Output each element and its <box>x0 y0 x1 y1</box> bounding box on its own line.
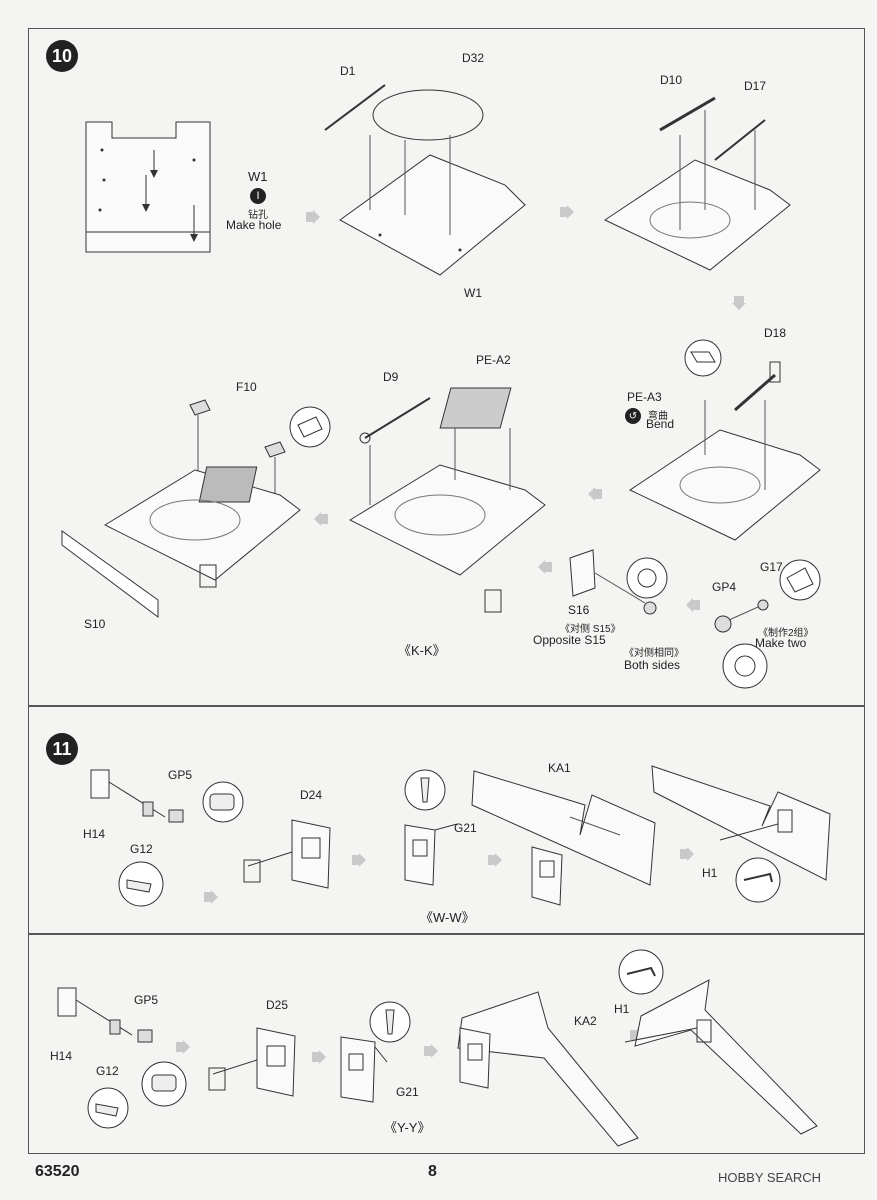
label-g21: G21 <box>454 821 477 835</box>
label-bend-en: Bend <box>646 417 675 431</box>
label-g12: G12 <box>96 1064 119 1078</box>
h14-g12-gp5-drawing <box>85 762 245 912</box>
kit-number: 63520 <box>35 1163 80 1180</box>
view-label-ww: 《W-W》 <box>420 910 475 925</box>
label-ka1: KA1 <box>548 761 571 775</box>
label-h14: H14 <box>83 827 106 841</box>
label-d32: D32 <box>462 51 485 65</box>
label-opp-en: Opposite S15 <box>533 633 606 647</box>
label-f10: F10 <box>236 380 257 394</box>
label-d18: D18 <box>764 326 787 340</box>
flow-arrow-icon <box>732 296 746 310</box>
drill-icon: I <box>250 188 266 204</box>
flow-arrow-icon <box>176 1040 190 1054</box>
g21-drawing <box>335 1002 415 1112</box>
label-d9: D9 <box>383 370 399 384</box>
label-both-cn: 《对侧相同》 <box>624 648 684 659</box>
d24-drawing <box>240 810 340 890</box>
ka1-drawing <box>470 765 670 915</box>
d9-pea2-drawing <box>345 380 550 630</box>
flow-arrow-left-icon <box>314 512 328 526</box>
label-two-cn: 《制作2组》 <box>758 628 814 639</box>
label-d17: D17 <box>744 79 767 93</box>
bend-icon: ↺ <box>625 408 641 424</box>
step-10-number: 10 <box>46 40 78 72</box>
label-h14: H14 <box>50 1049 73 1063</box>
w1-d1-d32-drawing <box>320 75 540 285</box>
flow-arrow-icon <box>560 205 574 219</box>
label-pea3: PE-A3 <box>627 390 662 404</box>
page-number: 8 <box>428 1163 437 1180</box>
flow-arrow-icon <box>352 853 366 867</box>
d18-pea3-drawing <box>625 340 825 550</box>
h1-drawing <box>650 762 835 922</box>
label-g17: G17 <box>760 560 783 574</box>
d10-d17-drawing <box>600 90 800 280</box>
label-g21: G21 <box>396 1085 419 1099</box>
step-11-number: 11 <box>46 733 78 765</box>
flow-arrow-left-icon <box>538 560 552 574</box>
label-g12: G12 <box>130 842 153 856</box>
h1-drawing <box>605 950 830 1140</box>
flow-arrow-icon <box>680 847 694 861</box>
d25-drawing <box>205 1018 305 1098</box>
s16-gp4-g17-drawing <box>565 548 825 693</box>
label-w1-top: W1 <box>248 169 268 184</box>
flow-arrow-left-icon <box>588 487 602 501</box>
label-d25: D25 <box>266 998 289 1012</box>
flow-arrow-icon <box>312 1050 326 1064</box>
flow-arrow-icon <box>424 1044 438 1058</box>
label-h1: H1 <box>702 866 718 880</box>
flow-arrow-icon <box>204 890 218 904</box>
step-10-panel <box>28 28 865 706</box>
label-two-en: Make two <box>755 636 807 650</box>
label-drill-en: Make hole <box>226 218 282 232</box>
label-gp4: GP4 <box>712 580 737 594</box>
w1-plate-drawing <box>84 120 214 260</box>
label-w1-bottom: W1 <box>464 286 482 300</box>
label-d10: D10 <box>660 73 683 87</box>
label-bend-cn: 弯曲 <box>648 411 668 422</box>
h14-g12-gp5-drawing <box>52 980 202 1130</box>
label-opp-cn: 《对侧 S15》 <box>560 624 621 635</box>
f10-s10-drawing <box>60 395 330 625</box>
label-h1: H1 <box>614 1002 630 1016</box>
step-12-panel <box>28 934 865 1154</box>
label-gp5: GP5 <box>168 768 193 782</box>
g21-drawing <box>395 770 475 890</box>
ka2-drawing <box>448 988 648 1148</box>
label-both-en: Both sides <box>624 658 681 672</box>
label-d24: D24 <box>300 788 323 802</box>
label-gp5: GP5 <box>134 993 159 1007</box>
label-s10: S10 <box>84 617 106 631</box>
label-pea2: PE-A2 <box>476 353 511 367</box>
step-11-panel <box>28 706 865 934</box>
label-drill-cn: 钻孔 <box>248 210 268 221</box>
label-ka2: KA2 <box>574 1014 597 1028</box>
watermark: HOBBY SEARCH <box>718 1170 822 1185</box>
flow-arrow-left-icon <box>686 598 700 612</box>
flow-arrow-icon <box>488 853 502 867</box>
label-s16: S16 <box>568 603 590 617</box>
view-label-yy: 《Y-Y》 <box>384 1120 431 1135</box>
label-d1: D1 <box>340 64 356 78</box>
flow-arrow-icon <box>306 210 320 224</box>
view-label-kk: 《K-K》 <box>398 643 446 658</box>
